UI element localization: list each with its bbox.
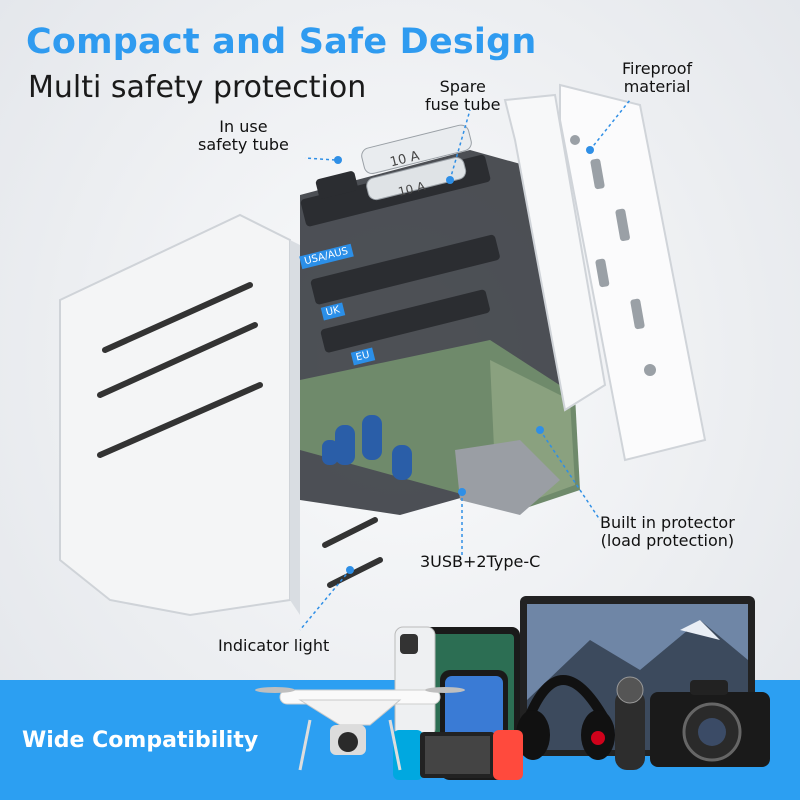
callout-usb: 3USB+2Type-C bbox=[420, 552, 541, 571]
page-subtitle: Multi safety protection bbox=[28, 70, 367, 105]
cover-holes bbox=[570, 135, 656, 376]
phone-back bbox=[394, 626, 436, 738]
adapter-body bbox=[59, 213, 291, 617]
shaver bbox=[615, 676, 645, 770]
adapter-body-side bbox=[240, 215, 300, 615]
callout-in-use-line1: In use bbox=[219, 117, 268, 136]
callout-spare-fuse: Spare fuse tube bbox=[425, 78, 500, 114]
usb-port-block bbox=[455, 440, 560, 515]
callout-fireproof: Fireproof material bbox=[622, 60, 692, 96]
game-console bbox=[393, 730, 523, 780]
leader-lines bbox=[299, 99, 631, 631]
compatibility-title: Wide Compatibility bbox=[22, 728, 259, 753]
callout-fireproof-line2: material bbox=[623, 77, 691, 96]
fuse-tubes bbox=[315, 124, 472, 201]
body-slots bbox=[97, 282, 383, 588]
callout-protector: Built in protector (load protection) bbox=[600, 514, 735, 550]
headphones bbox=[516, 675, 615, 760]
callout-in-use: In use safety tube bbox=[198, 118, 289, 154]
callout-protector-line2: (load protection) bbox=[600, 531, 735, 550]
drone bbox=[255, 687, 465, 771]
capacitors bbox=[322, 415, 412, 480]
callout-protector-line1: Built in protector bbox=[600, 513, 735, 532]
callout-in-use-line2: safety tube bbox=[198, 135, 289, 154]
callout-indicator: Indicator light bbox=[218, 636, 330, 655]
camera bbox=[650, 680, 770, 767]
cover-plate-inner bbox=[503, 93, 607, 412]
callout-spare-fuse-line2: fuse tube bbox=[425, 95, 501, 114]
callout-spare-fuse-line1: Spare bbox=[439, 77, 486, 96]
page-title: Compact and Safe Design bbox=[26, 22, 537, 62]
callout-fireproof-line1: Fireproof bbox=[622, 59, 693, 78]
